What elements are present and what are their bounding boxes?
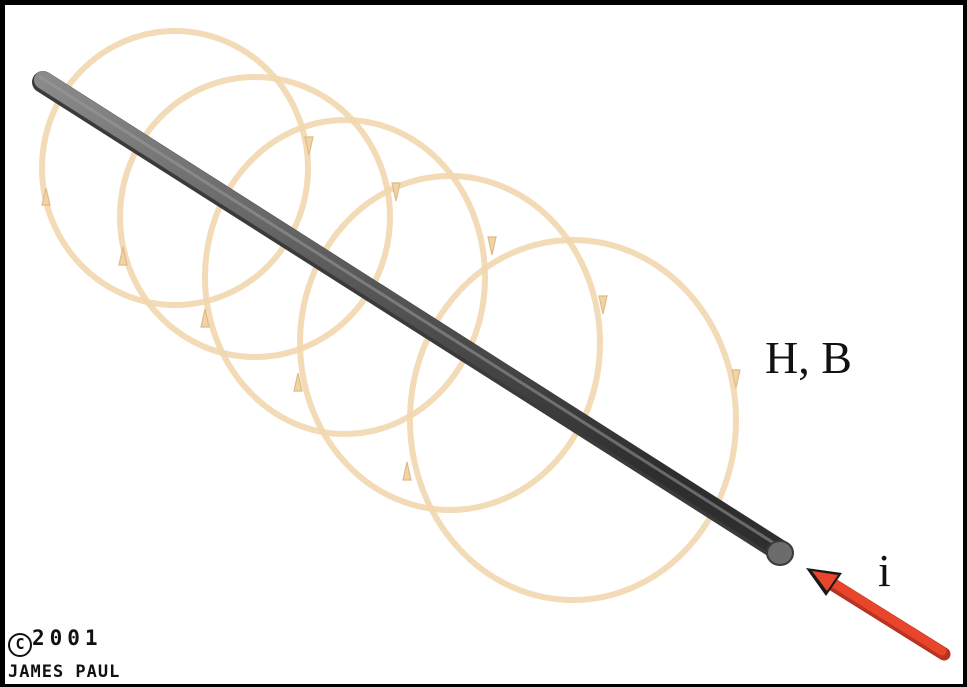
field-arrow-down-icon — [304, 136, 314, 156]
field-label: H, B — [765, 332, 852, 383]
field-arrow-up-icon — [200, 308, 210, 328]
field-loop-5 — [407, 237, 739, 603]
current-label: i — [878, 545, 891, 596]
author-name: JAMES PAUL — [8, 662, 121, 682]
field-arrow-down-icon — [391, 182, 401, 202]
field-loop-1 — [39, 28, 311, 308]
field-arrow-down-icon — [598, 295, 608, 315]
red-arrow-icon — [806, 568, 951, 661]
copyright-year: 2001 — [32, 626, 103, 650]
field-arrow-up-icon — [41, 187, 51, 206]
wire — [32, 71, 794, 566]
field-loop-2 — [117, 74, 393, 360]
copyright-icon: C — [8, 633, 32, 657]
field-arrow-up-icon — [402, 461, 412, 481]
field-arrow-up-icon — [118, 246, 128, 266]
field-arrow-up-icon — [293, 372, 303, 392]
field-arrow-down-icon — [731, 369, 741, 389]
field-arrow-down-icon — [487, 236, 497, 256]
field-loop-4 — [297, 173, 603, 513]
field-loop-3 — [202, 117, 488, 437]
